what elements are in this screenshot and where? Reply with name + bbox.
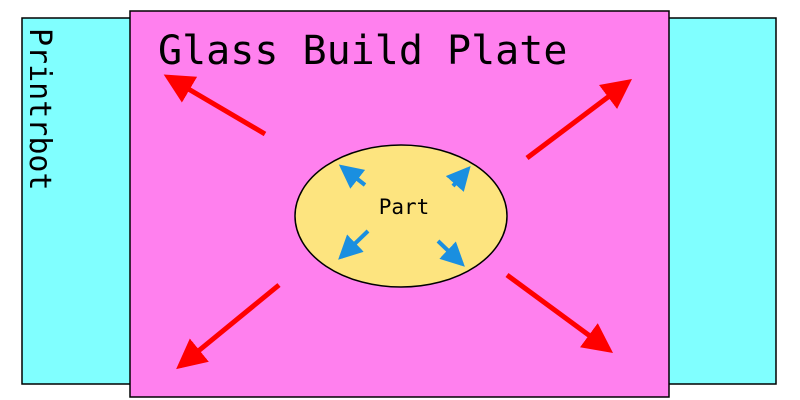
plate-expansion-arrow-bottom-right bbox=[505, 272, 614, 353]
plate-expansion-arrow-bottom-left bbox=[176, 283, 281, 370]
build-plate-label: Glass Build Plate bbox=[158, 28, 567, 74]
part-expansion-arrow-bottom-right bbox=[436, 239, 465, 267]
part-expansion-arrow-top-left bbox=[338, 164, 367, 189]
printer-label: Printrbot bbox=[22, 28, 57, 191]
part-expansion-arrow-bottom-left bbox=[338, 229, 370, 260]
plate-expansion-arrow-top-right bbox=[525, 78, 632, 160]
part-label: Part bbox=[379, 195, 430, 219]
plate-expansion-arrow-top-left bbox=[163, 74, 267, 137]
part-expansion-arrow-top-right bbox=[445, 166, 471, 192]
